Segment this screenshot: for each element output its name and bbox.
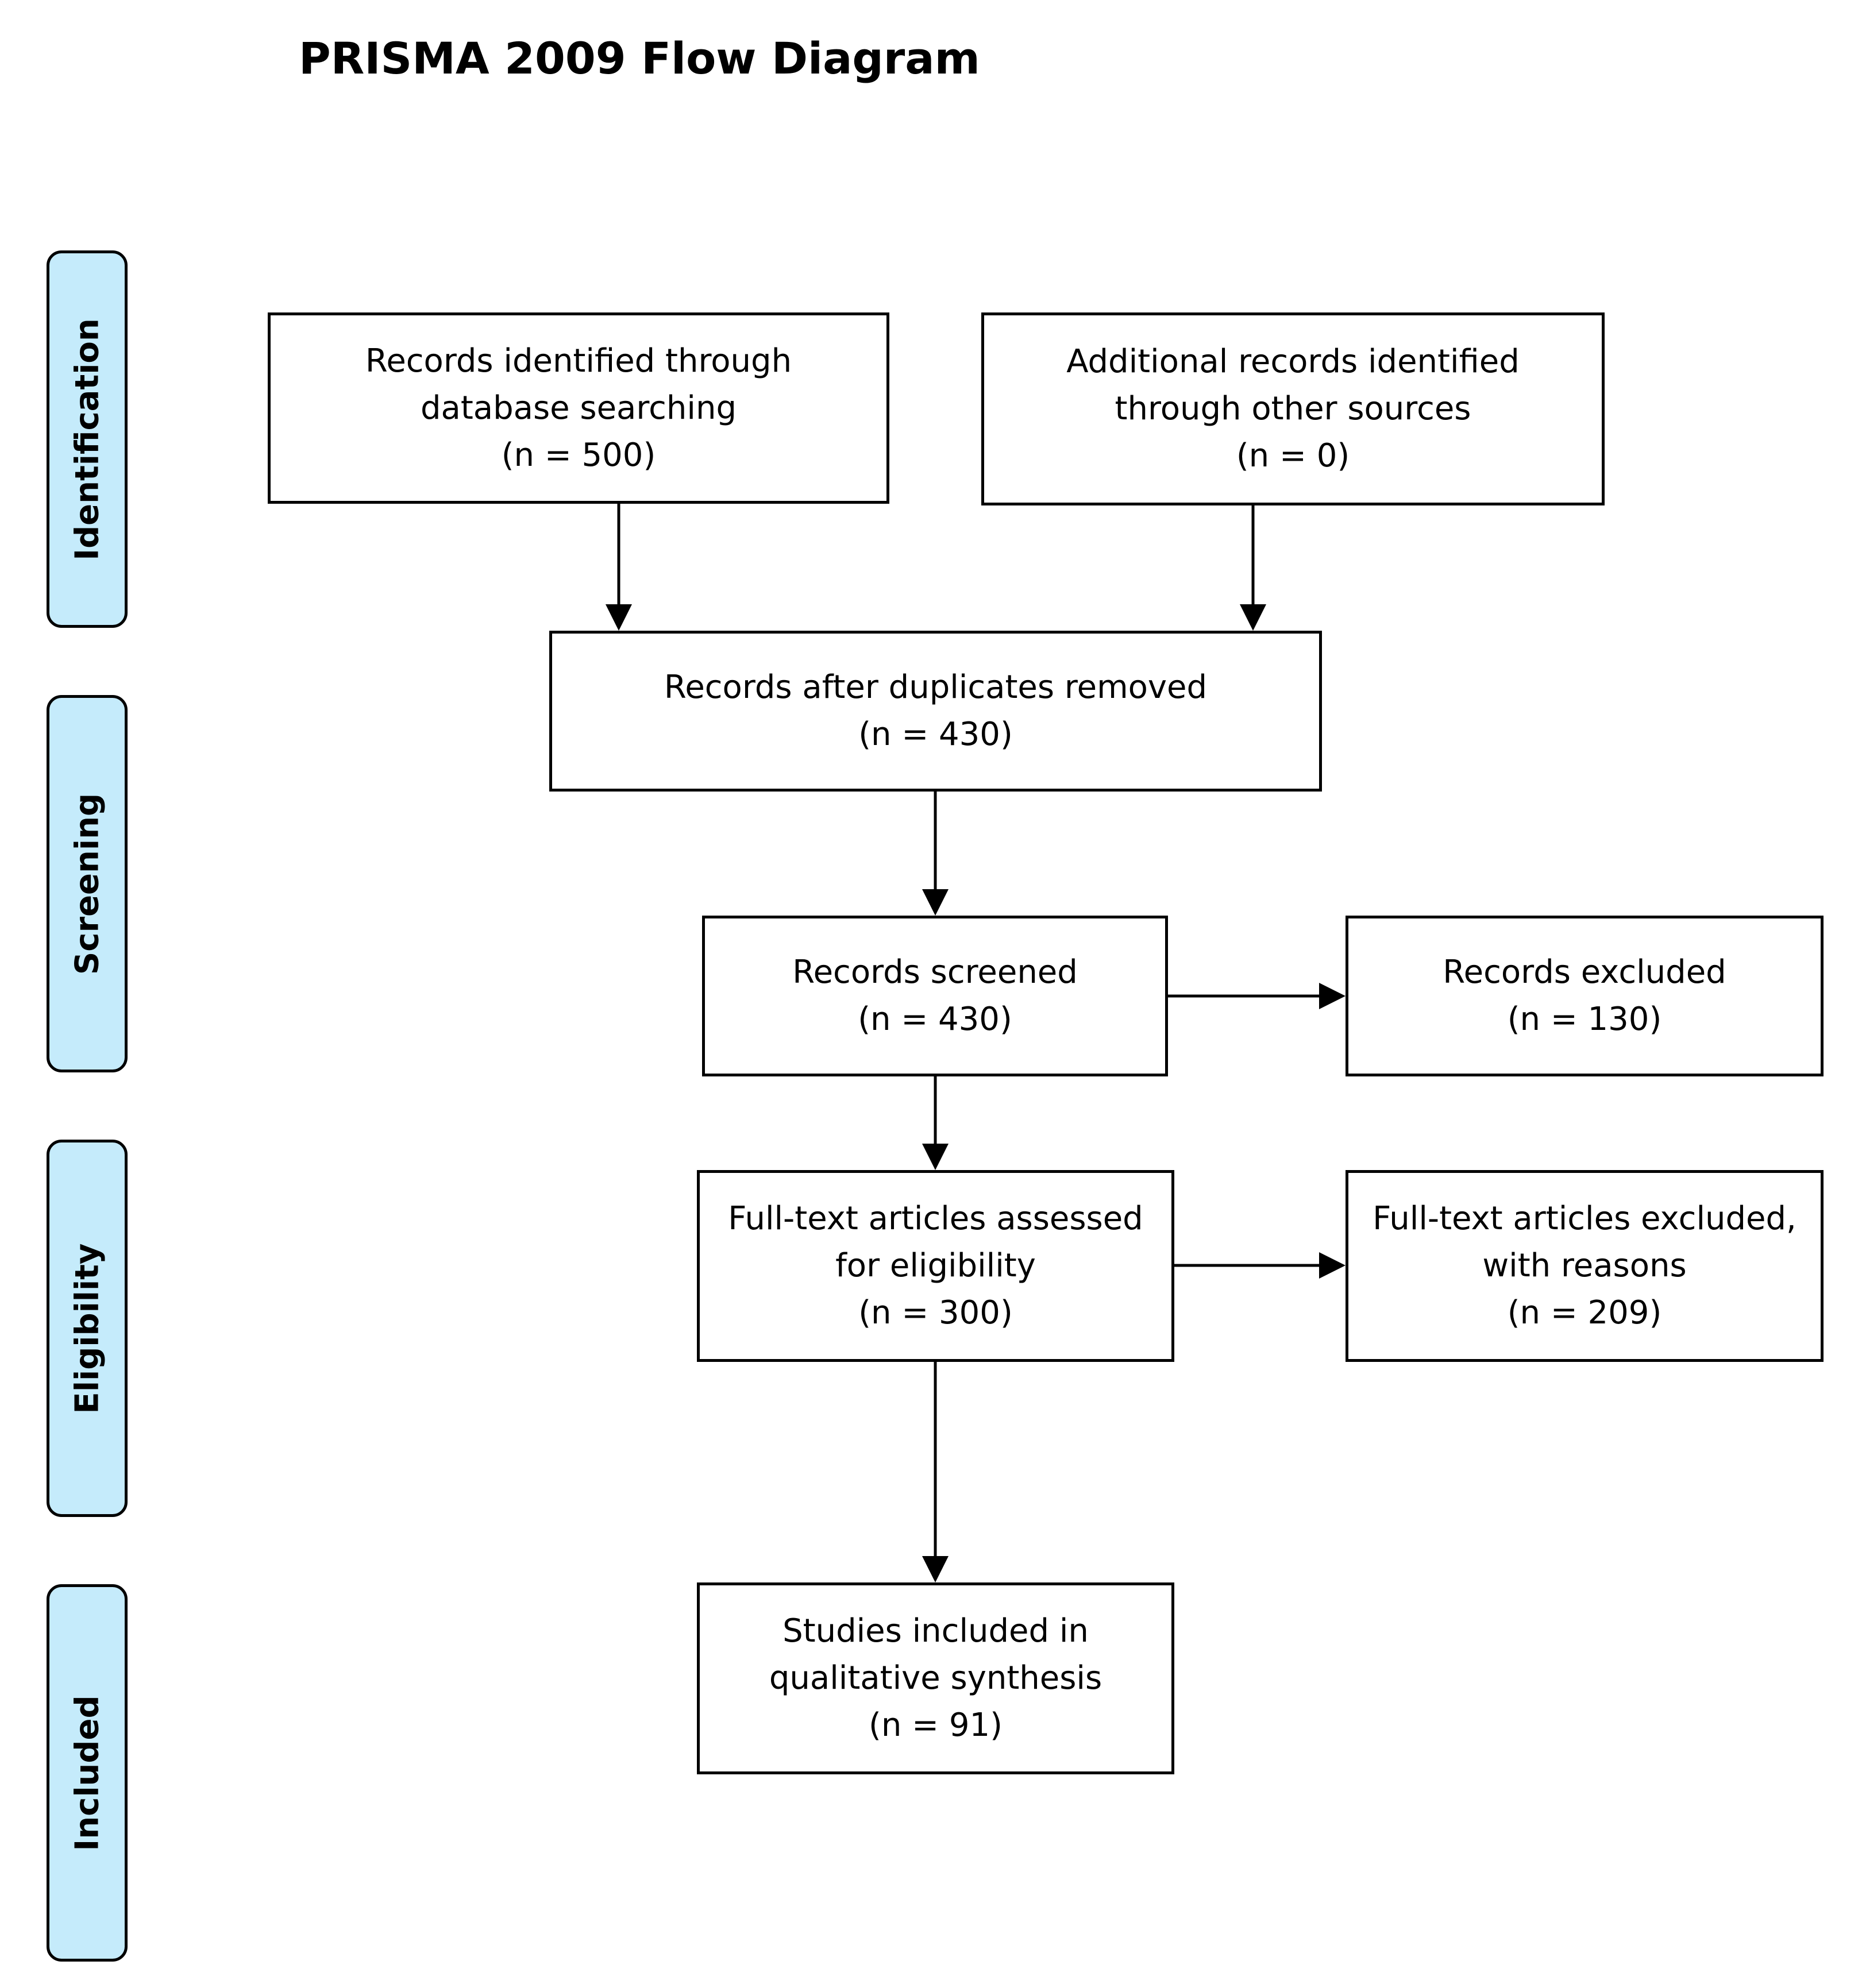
stage-eligibility: Eligibility [47,1140,128,1517]
box-fulltext-assessed: Full-text articles assessed for eligibil… [697,1170,1174,1362]
box-included-studies-line2: qualitative synthesis [769,1659,1102,1697]
box-records-screened-line1: Records screened [792,954,1078,991]
box-included-studies-count: (n = 91) [869,1707,1003,1744]
box-records-excluded-count: (n = 130) [1507,1001,1662,1038]
arrowhead-fulltext-to-excluded [1319,1252,1346,1279]
arrowhead-other-to-duplicates [1240,604,1266,631]
box-records-excluded-line1: Records excluded [1443,954,1726,991]
box-records-screened-count: (n = 430) [858,1001,1012,1038]
box-other-sources-count: (n = 0) [1236,437,1350,474]
arrowhead-screened-to-excluded [1319,983,1346,1009]
arrowhead-screened-to-fulltext [922,1144,949,1170]
box-duplicates-removed-line1: Records after duplicates removed [664,669,1208,706]
box-included-studies: Studies included in qualitative synthesi… [697,1582,1174,1774]
stage-screening: Screening [47,695,128,1072]
box-fulltext-excluded-line2: with reasons [1482,1247,1687,1284]
arrowhead-duplicates-to-screened [922,889,949,916]
box-other-sources-line2: through other sources [1115,390,1471,427]
box-other-sources-line1: Additional records identified [1066,343,1520,380]
box-records-excluded: Records excluded (n = 130) [1346,916,1824,1076]
box-fulltext-assessed-line1: Full-text articles assessed [728,1200,1143,1237]
box-database-records-line1: Records identified through [365,342,792,380]
box-records-screened: Records screened (n = 430) [702,916,1168,1076]
box-database-records-line2: database searching [420,389,737,427]
arrowhead-database-to-duplicates [606,604,632,631]
box-fulltext-excluded-count: (n = 209) [1507,1294,1662,1331]
box-fulltext-assessed-line2: for eligibility [835,1247,1036,1284]
diagram-title: PRISMA 2009 Flow Diagram [299,33,980,84]
box-fulltext-excluded: Full-text articles excluded, with reason… [1346,1170,1824,1362]
box-included-studies-line1: Studies included in [782,1612,1089,1650]
arrowhead-fulltext-to-included [922,1556,949,1582]
box-fulltext-excluded-line1: Full-text articles excluded, [1373,1200,1797,1237]
box-fulltext-assessed-count: (n = 300) [858,1294,1013,1331]
box-duplicates-removed-count: (n = 430) [858,716,1013,753]
box-other-sources: Additional records identified through ot… [981,312,1605,505]
stage-identification: Identification [47,250,128,628]
box-duplicates-removed: Records after duplicates removed (n = 43… [549,631,1322,792]
stage-included: Included [47,1584,128,1962]
box-database-records: Records identified through database sear… [268,312,889,504]
box-database-records-count: (n = 500) [501,436,656,474]
